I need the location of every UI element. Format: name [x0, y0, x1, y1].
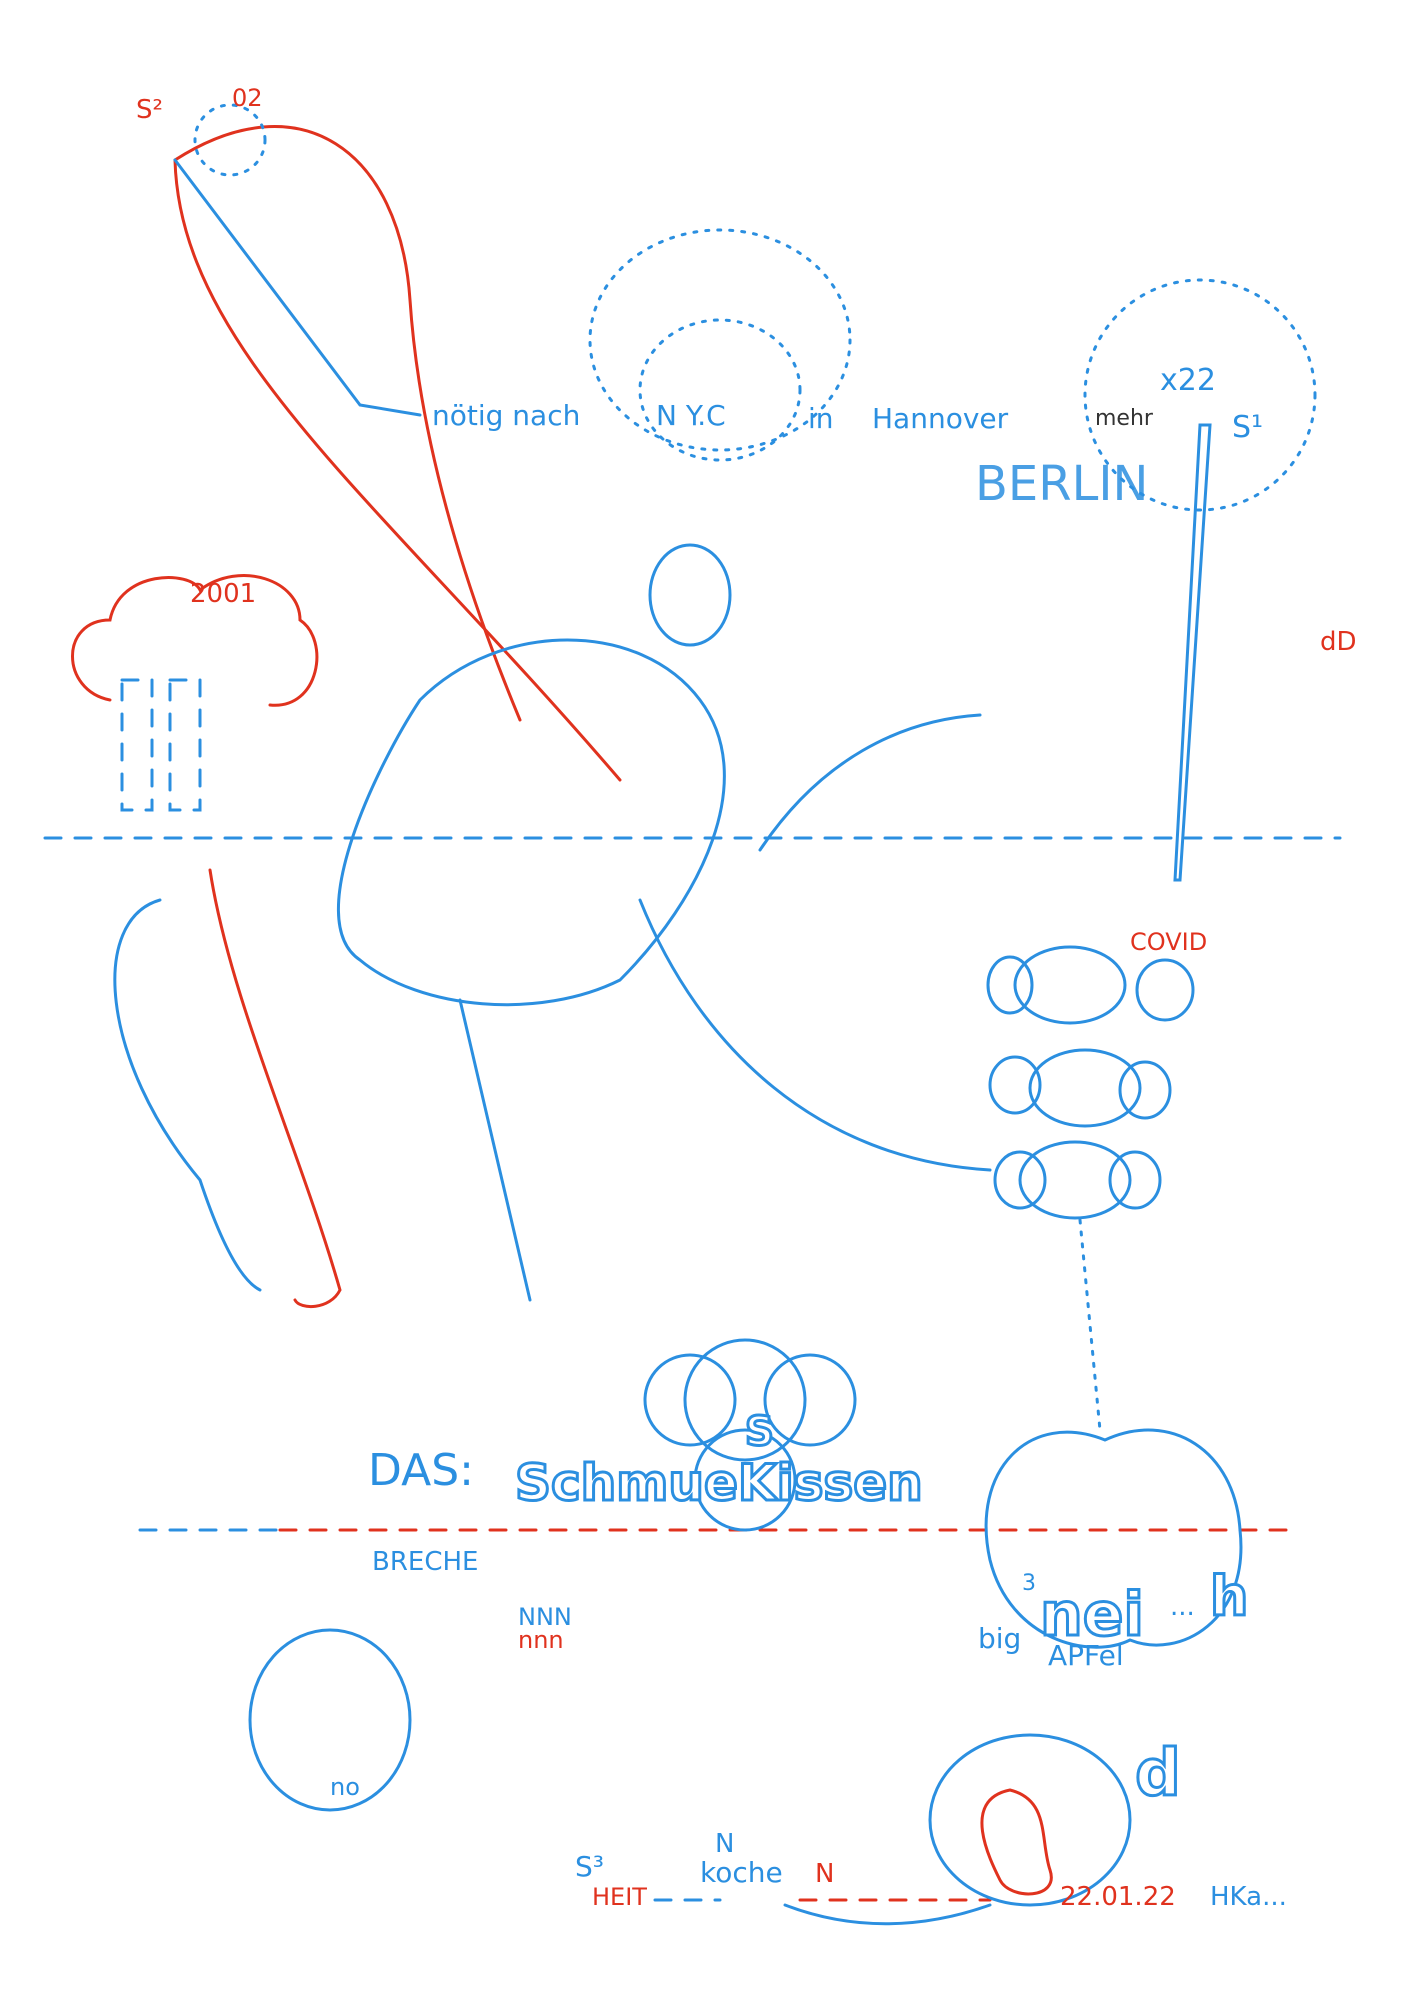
label-mehr: mehr: [1095, 406, 1154, 431]
label-schmuekissen: SchmueKissen: [515, 1454, 923, 1512]
label-covid: COVID: [1130, 928, 1207, 956]
label-nyc: N Y.C: [656, 399, 726, 432]
candy-covid: [986, 945, 1195, 1025]
flower-petal-2: [763, 1353, 857, 1447]
label-d: d: [1135, 1737, 1181, 1811]
line-red-diagonal: [173, 158, 622, 782]
line-blue-diagonal: [173, 158, 422, 417]
label-noetig-nach: nötig nach: [432, 399, 580, 432]
label-berlin: BERLIN: [975, 456, 1148, 512]
dotted-sphere: [1083, 278, 1317, 512]
dotted-bloom-inner: [638, 318, 802, 462]
upside-down-head: [248, 1628, 412, 1812]
label-heit: HEIT: [592, 1883, 647, 1911]
label-x22: x22: [1160, 363, 1216, 398]
candy-middle: [988, 1048, 1172, 1128]
label-nei: nei: [1040, 1580, 1144, 1650]
balloon-loop-red: [173, 125, 522, 722]
figure-head: [648, 543, 732, 647]
label-n-upper: N: [715, 1829, 734, 1859]
bottom-ball: [928, 1733, 1132, 1907]
line-down: [458, 998, 532, 1302]
label-koche: koche: [700, 1856, 783, 1889]
cloud-2001: [71, 574, 319, 707]
flower-petal-1: [643, 1353, 737, 1447]
candy-string: [1078, 1218, 1102, 1432]
label-nnn-upper: NNN: [518, 1603, 572, 1631]
label-signature: HKa...: [1210, 1882, 1287, 1912]
twin-tower-right: [168, 678, 202, 812]
apple: [984, 1428, 1243, 1649]
label-h: h: [1210, 1565, 1248, 1628]
label-breche: BRECHE: [372, 1547, 478, 1577]
label-date: 22.01.22: [1060, 1882, 1176, 1912]
label-2001: 2001: [190, 579, 256, 609]
label-ellipsis: ...: [1170, 1592, 1195, 1622]
figure-leg: [113, 898, 262, 1292]
label-hannover: Hannover: [872, 402, 1009, 435]
candy-bottom: [993, 1140, 1162, 1220]
arrow-return: [783, 1903, 992, 1926]
label-superscript-3: 3: [1022, 1571, 1036, 1596]
label-big: big: [978, 1622, 1021, 1655]
dotted-bloom: [588, 228, 852, 452]
twin-tower-left: [120, 678, 154, 812]
figure-leg-red: [208, 868, 342, 1309]
label-in: in: [808, 402, 834, 435]
small-loop: [193, 103, 267, 177]
label-02: 02: [232, 84, 263, 112]
figure-body: [337, 638, 726, 1007]
label-s2: S²: [136, 95, 163, 125]
pear-red: [980, 1788, 1053, 1896]
label-s1: S¹: [1232, 410, 1263, 445]
flower-center: [683, 1338, 807, 1462]
tall-stick: [1173, 423, 1212, 882]
label-no: no: [330, 1773, 360, 1801]
label-das: DAS:: [368, 1445, 474, 1496]
label-nnn-lower: nnn: [518, 1626, 564, 1654]
figure-arm: [758, 713, 982, 852]
label-n-right: N: [815, 1859, 834, 1889]
label-apfel: APFel: [1048, 1639, 1124, 1672]
label-s-top: S: [745, 1409, 774, 1455]
line-to-candy: [638, 898, 992, 1172]
flower-petal-3: [693, 1428, 797, 1532]
label-dd: dD: [1320, 627, 1357, 657]
label-s3: S³: [575, 1850, 604, 1883]
